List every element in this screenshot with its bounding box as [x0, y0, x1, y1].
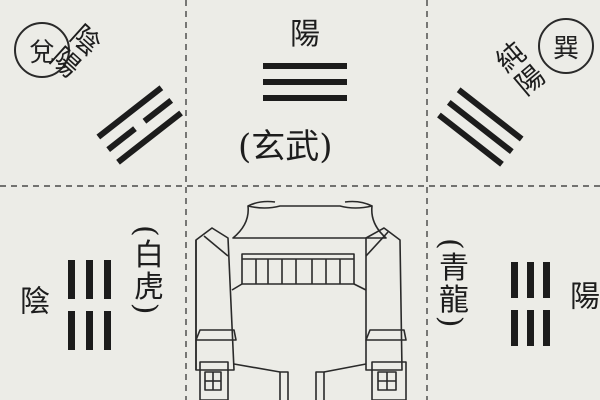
trigram-line-broken: [542, 309, 550, 346]
trigram-line-broken: [103, 311, 111, 350]
trigram-mid-left: [62, 260, 116, 350]
right-side-hall: [365, 227, 403, 371]
top-right-circle: 巽: [538, 18, 594, 74]
mid-left-name: (白虎): [128, 225, 163, 317]
mid-right-side-label: 陽: [564, 280, 599, 312]
trigram-line-broken: [85, 260, 93, 299]
top-center-label: 陽: [290, 17, 320, 52]
main-hall-roof: [232, 205, 387, 239]
top-left-circle: 兌: [14, 22, 70, 78]
trigram-line-broken: [542, 262, 550, 299]
trigram-line-broken: [85, 311, 93, 350]
trigram-line-solid: [263, 95, 347, 101]
trigram-line-solid: [263, 63, 347, 69]
front-gate: [279, 371, 325, 400]
mid-left-side-label: 陰: [14, 285, 49, 317]
trigram-line-broken: [526, 262, 534, 299]
trigram-line-broken: [510, 309, 518, 346]
front-right-wing: [365, 329, 407, 341]
top-center-name: (玄武): [238, 127, 333, 167]
front-left-wing: [195, 329, 237, 341]
trigram-line-broken: [526, 309, 534, 346]
main-hall-facade: [241, 253, 355, 285]
trigram-line-broken: [510, 262, 518, 299]
trigram-line-broken: [103, 260, 111, 299]
trigram-line-broken: [67, 260, 75, 299]
trigram-line-broken: [67, 311, 75, 350]
main-hall-columns: [255, 259, 341, 284]
left-side-hall: [195, 227, 235, 371]
trigram-line-solid: [263, 79, 347, 85]
mid-right-name: (青龍): [433, 238, 468, 330]
trigram-mid-right: [506, 262, 554, 346]
